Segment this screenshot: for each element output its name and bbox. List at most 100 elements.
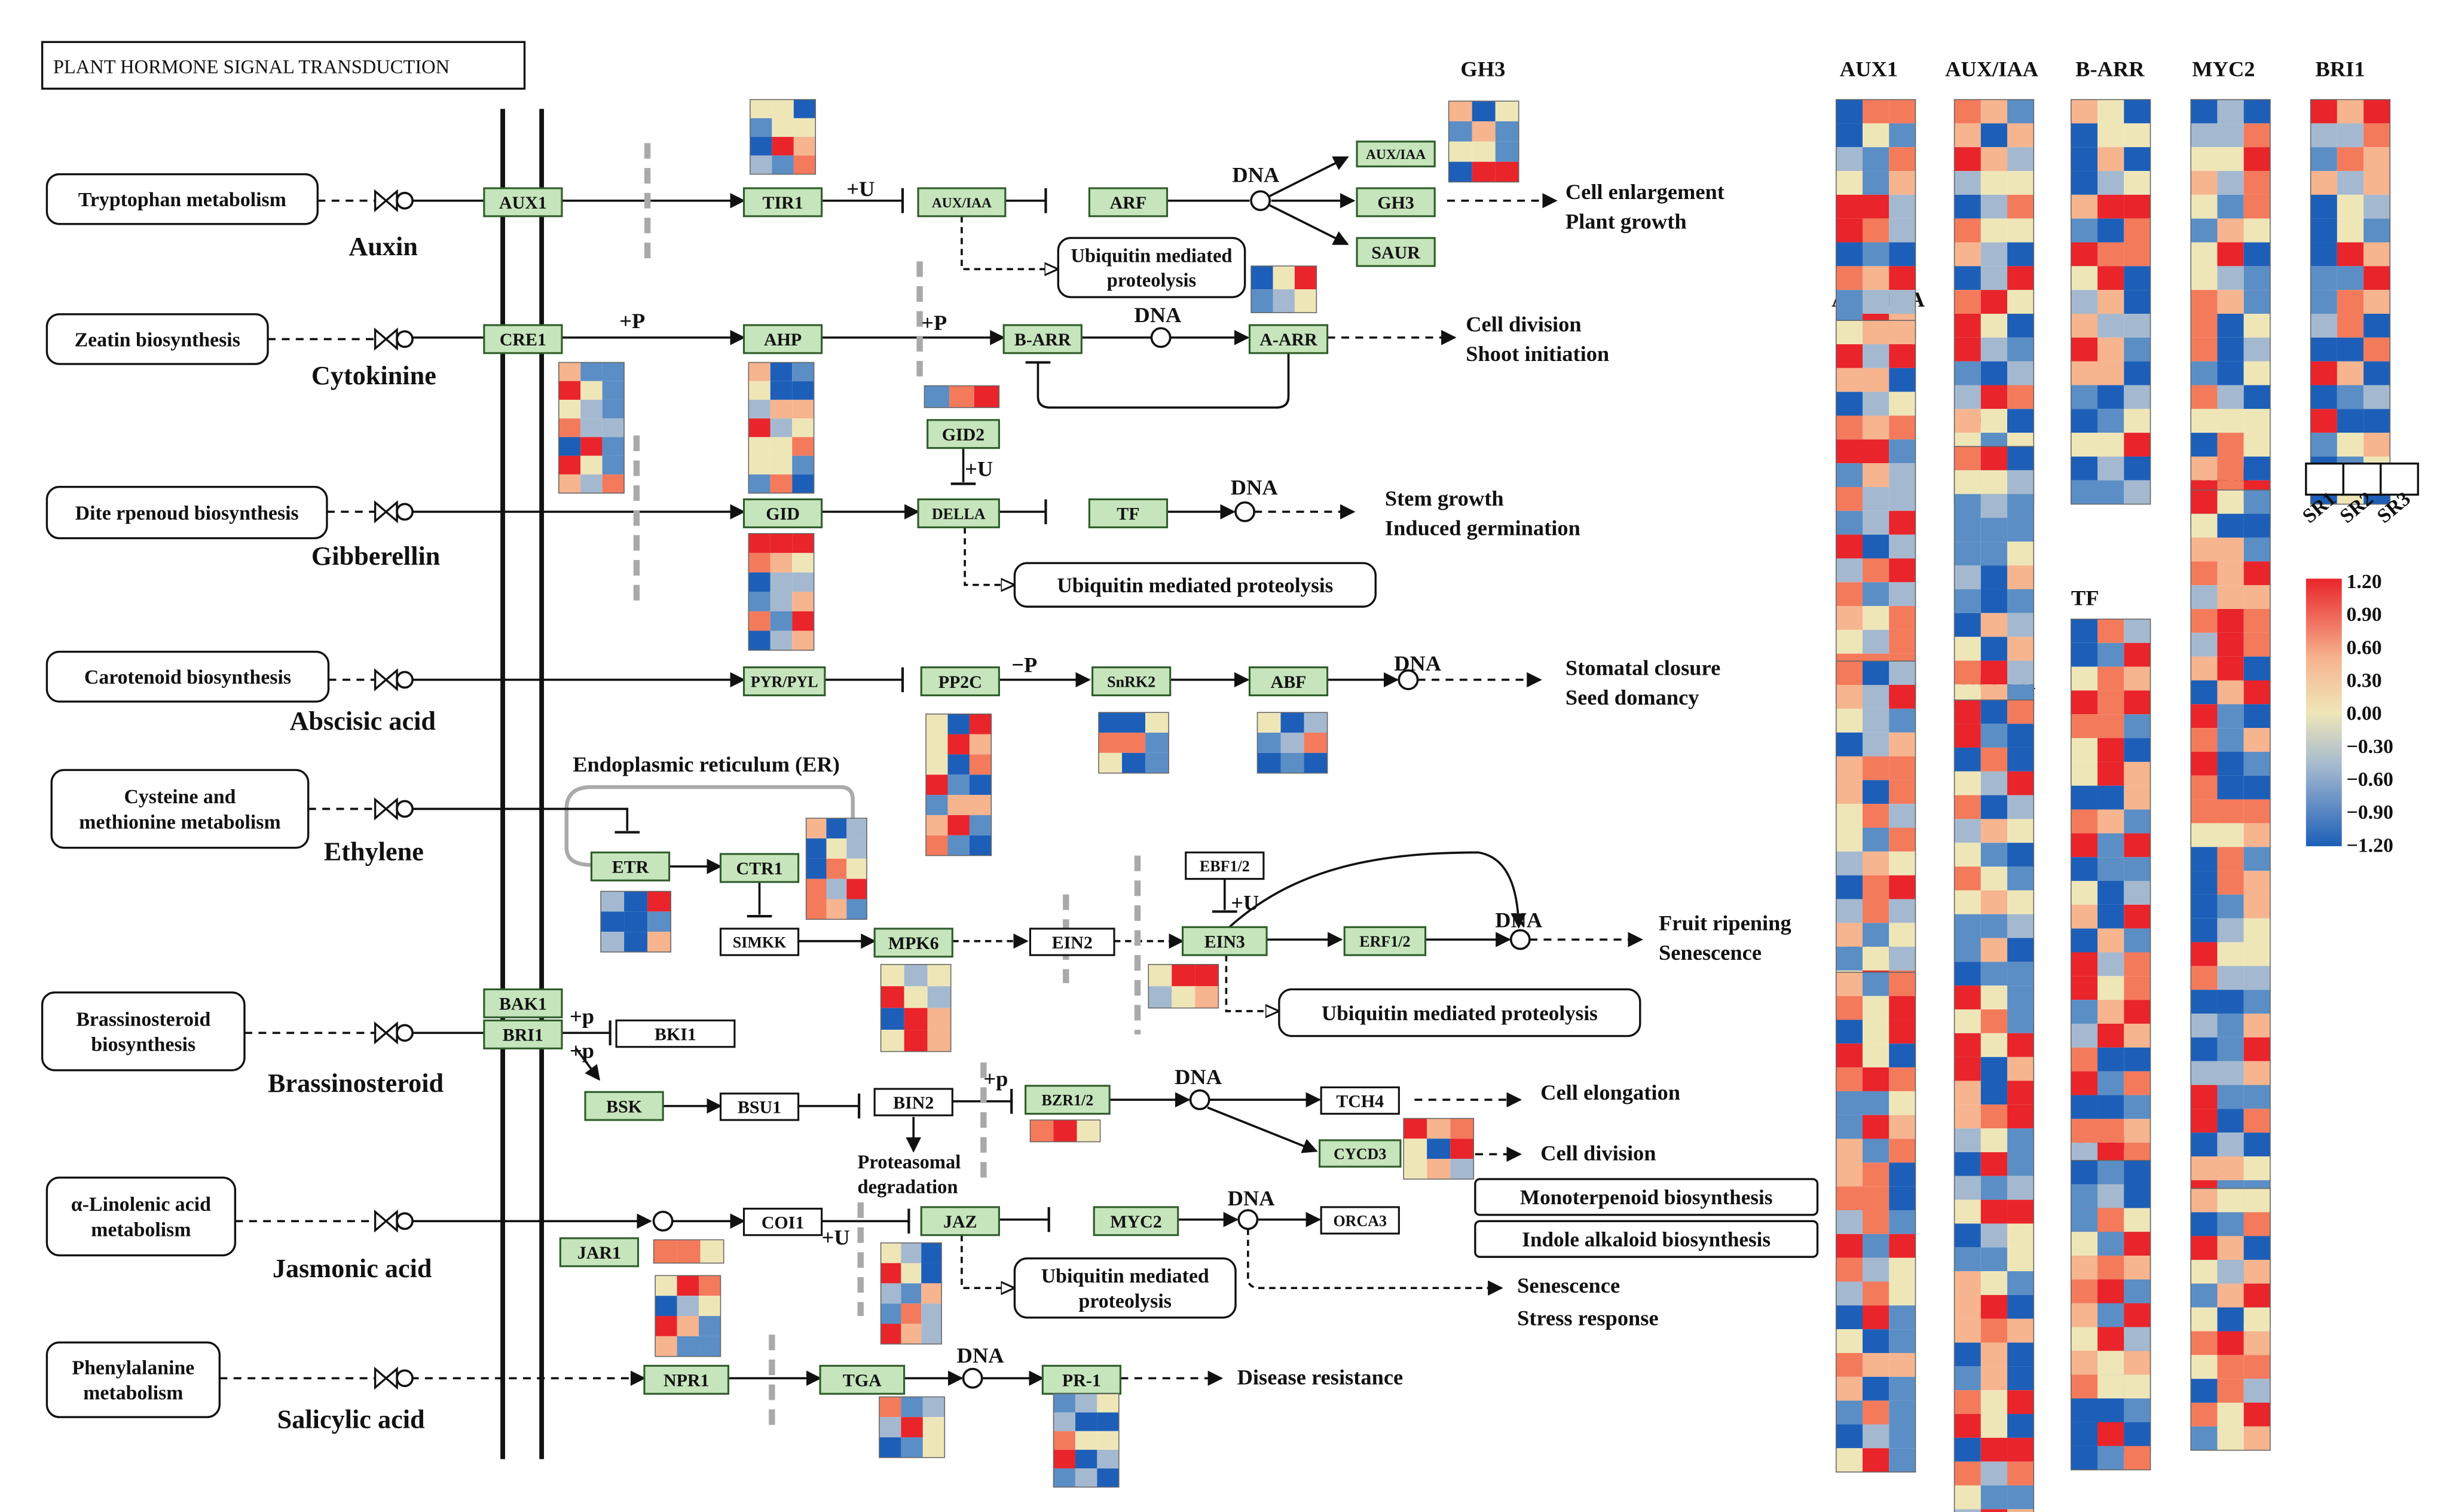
heat-cell — [2097, 1279, 2124, 1303]
heat-cell — [1836, 242, 1863, 267]
heat-border — [1250, 265, 1317, 313]
heat-cell — [1980, 171, 2008, 195]
heat-cell — [580, 418, 603, 437]
heat-cell — [1980, 446, 2008, 470]
heat-cell — [1954, 1485, 1981, 1510]
heat-cell — [1954, 1152, 1981, 1176]
heat-cell — [580, 437, 603, 456]
heat-cell — [2124, 1184, 2151, 1208]
heat-cell — [2217, 1014, 2244, 1037]
heat-cell — [1053, 1449, 1075, 1469]
dna-label: DNA — [1232, 163, 1280, 187]
heat-cell — [1889, 290, 1916, 314]
heat-cell — [926, 795, 948, 815]
heat-cell — [792, 399, 814, 419]
heat-cell — [1836, 804, 1863, 828]
heat-cell — [1862, 1234, 1889, 1258]
heat-cell — [2124, 1232, 2151, 1256]
heat-cell — [1448, 161, 1472, 182]
heat-cell — [1836, 1186, 1863, 1211]
heat-cell — [1980, 1128, 2008, 1152]
gh3-heatmap-label: GH3 — [1460, 57, 1505, 81]
heat-cell — [1404, 1118, 1427, 1139]
heat-cell — [2124, 809, 2151, 834]
heat-cell — [2007, 1485, 2034, 1510]
heat-cell — [1889, 1186, 1916, 1211]
heat-cell — [2243, 1085, 2270, 1109]
gene-cycd3: CYCD3 — [1319, 1139, 1402, 1168]
heat-cell — [2243, 799, 2270, 824]
heat-cell — [655, 1316, 677, 1336]
gene-box — [483, 988, 563, 1018]
gene-label: NPR1 — [663, 1371, 709, 1391]
heat-cell — [1954, 171, 1981, 195]
heat-cell — [1980, 1294, 2008, 1319]
heat-cell — [1862, 320, 1889, 345]
heat-cell — [1980, 771, 2008, 795]
heat-cell — [2097, 1160, 2124, 1184]
heat-cell — [880, 1263, 901, 1284]
heat-cell — [2097, 1256, 2124, 1280]
heat-cell — [901, 1417, 923, 1438]
gene-box — [1091, 666, 1172, 697]
heat-cell — [2191, 799, 2218, 824]
heat-cell — [1980, 266, 2008, 290]
heat-cell — [2243, 1236, 2270, 1260]
heat-cell — [1954, 1081, 1981, 1105]
heat-cell — [1097, 1431, 1119, 1450]
heat-cell — [2007, 724, 2034, 748]
heat-cell — [2217, 147, 2244, 172]
heat-cell — [1427, 1138, 1451, 1159]
heat-cell — [2007, 1152, 2034, 1176]
heat-cell — [602, 399, 625, 419]
heat-cell — [1251, 289, 1273, 313]
heat-cell — [1889, 99, 1916, 124]
heat-cell — [2071, 218, 2098, 243]
heat-cell — [1836, 923, 1863, 947]
heat-cell — [1195, 964, 1219, 987]
heat-cell — [1954, 1033, 1981, 1057]
heat-cell — [2191, 1156, 2218, 1180]
heat-cell — [748, 399, 770, 419]
heat-cell — [1862, 368, 1889, 392]
gene-simkk: SIMKK — [719, 928, 800, 956]
heat-cell — [1053, 1431, 1075, 1450]
heat-cell — [1954, 1057, 1981, 1081]
gene-box — [1320, 1086, 1400, 1115]
gene-bin2: BIN2 — [873, 1088, 953, 1116]
heat-cell — [1862, 606, 1889, 630]
node-circle — [1398, 669, 1419, 690]
heat-cell — [2310, 147, 2337, 172]
heat-cell — [1889, 391, 1916, 416]
plus-u-label: +U — [965, 457, 993, 480]
heat-cell — [2310, 314, 2337, 338]
node-circle — [962, 1367, 983, 1389]
heat-cell — [699, 1336, 721, 1357]
heat-cell — [1954, 385, 1981, 409]
heat-cell — [558, 474, 581, 494]
heat-cell — [927, 1008, 951, 1030]
heat-cell — [1075, 1412, 1097, 1431]
heat-cell — [2097, 147, 2124, 172]
heat-cell — [2124, 1208, 2151, 1232]
heat-cell — [2007, 890, 2034, 914]
heat-cell — [921, 1242, 942, 1263]
heat-cell — [2097, 1184, 2124, 1208]
heatmap-snrk2 — [1098, 712, 1169, 774]
heat-cell — [2097, 1047, 2124, 1072]
heat-cell — [2217, 1085, 2244, 1109]
compound-node — [374, 328, 398, 351]
heat-cell — [2071, 1119, 2098, 1143]
heat-cell — [2124, 1023, 2151, 1048]
heat-border — [925, 713, 992, 856]
heat-cell — [2337, 194, 2364, 219]
heat-cell — [2097, 881, 2124, 905]
heat-cell — [2124, 194, 2151, 219]
heat-cell — [1862, 1210, 1889, 1234]
heat-cell — [2097, 1023, 2124, 1048]
heat-cell — [1495, 161, 1519, 182]
heat-cell — [1836, 1210, 1863, 1234]
heat-cell — [1294, 266, 1317, 290]
outcome-indole-box — [1474, 1220, 1819, 1258]
heat-cell — [2363, 433, 2390, 457]
